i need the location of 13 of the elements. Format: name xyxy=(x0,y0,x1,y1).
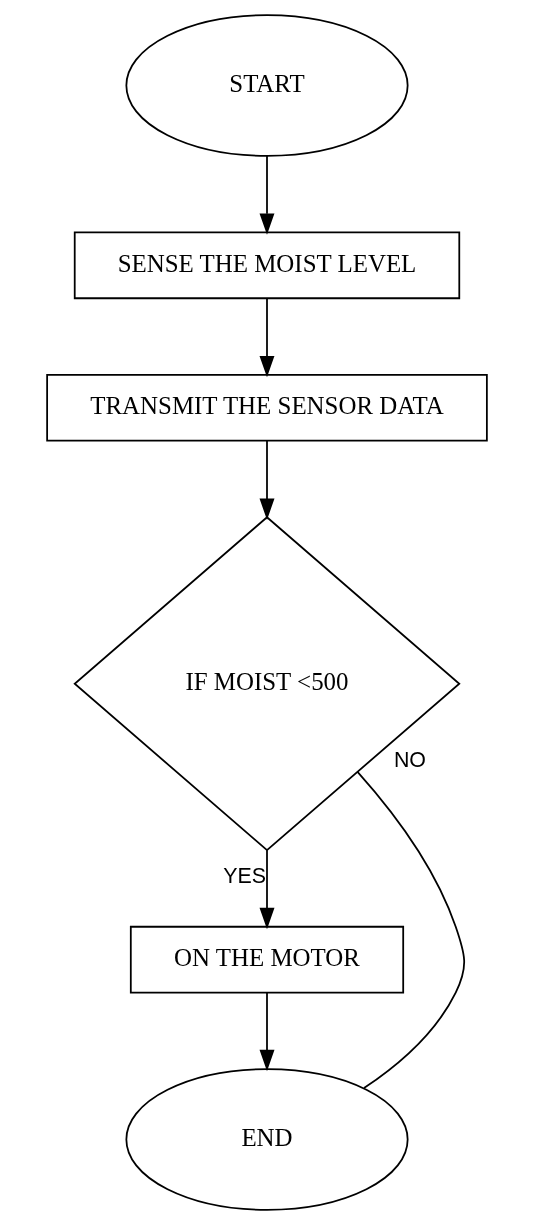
node-ellipse: END xyxy=(125,1068,409,1211)
arrow xyxy=(259,849,275,930)
edge-label: YES xyxy=(223,864,267,889)
arrow xyxy=(259,297,275,378)
edge-label: NO xyxy=(393,747,426,772)
node-box: TRANSMIT THE SENSOR DATA xyxy=(46,373,488,442)
connector xyxy=(356,770,466,1089)
node-box: SENSE THE MOIST LEVEL xyxy=(73,231,461,300)
arrow xyxy=(259,439,275,520)
node-box: ON THE MOTOR xyxy=(129,925,405,994)
node-ellipse: START xyxy=(125,14,409,157)
arrow xyxy=(259,992,275,1072)
arrow xyxy=(259,155,275,235)
